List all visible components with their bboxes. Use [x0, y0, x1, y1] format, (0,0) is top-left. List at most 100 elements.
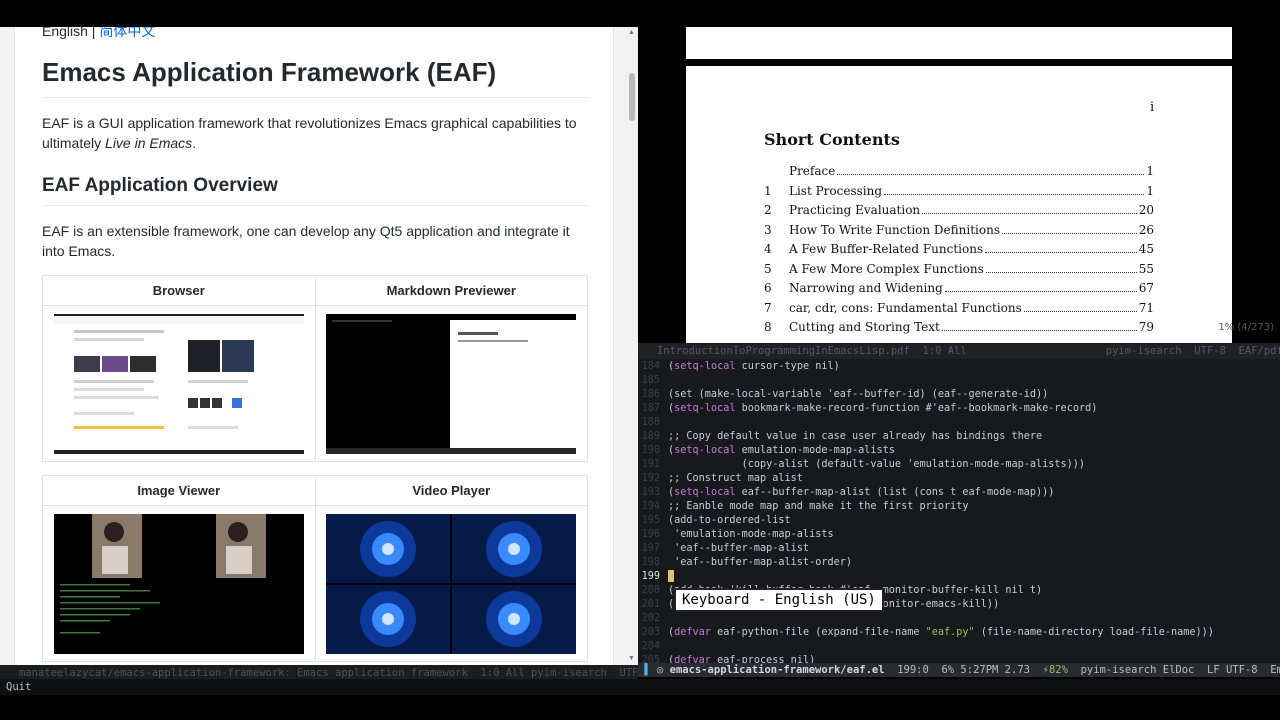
app-cell-video-player — [314, 505, 588, 662]
page-number-roman: i — [1150, 100, 1155, 115]
modeline-position: 199:0 6% 5:27PM 2.73 — [884, 664, 1043, 676]
code-line[interactable]: 202 — [638, 612, 1280, 626]
readme-browser-pane[interactable]: English | 简体中文 Emacs Application Framewo… — [0, 27, 638, 665]
markdown-previewer-screenshot[interactable] — [326, 313, 577, 454]
app-cell-image-viewer — [42, 505, 316, 662]
code-line[interactable]: 199 — [638, 570, 1280, 584]
code-text: (setq-local eaf--buffer-map-alist (list … — [668, 487, 1055, 498]
code-text: ;; Copy default value in case user alrea… — [668, 431, 1043, 442]
modeline-dir: emacs-application-framework/ — [669, 664, 847, 676]
browser-screenshot[interactable] — [53, 313, 304, 454]
code-line[interactable]: 190(setq-local emulation-mode-map-alists — [638, 444, 1280, 458]
code-line[interactable]: 186(set (make-local-variable 'eaf--buffe… — [638, 388, 1280, 402]
code-text: (set (make-local-variable 'eaf--buffer-i… — [668, 389, 1049, 400]
toc-leader — [1002, 232, 1137, 234]
code-text: (copy-alist (default-value 'emulation-mo… — [668, 459, 1086, 470]
modeline-tail: pyim-isearch ElDoc LF UTF-8 Emacs-Lisp — [1080, 664, 1280, 676]
image-viewer-screenshot[interactable] — [53, 513, 304, 654]
code-text: 'eaf--buffer-map-alist — [668, 543, 810, 554]
toc-page: 26 — [1138, 222, 1154, 237]
line-number: 204 — [641, 641, 660, 652]
code-text: ;; Eanble mode map and make it the first… — [668, 501, 969, 512]
line-number: 203 — [641, 627, 660, 638]
line-number: 201 — [641, 599, 660, 610]
pdf-previous-page — [686, 27, 1232, 59]
code-line[interactable]: 184(setq-local cursor-type nil) — [638, 360, 1280, 374]
toc-title: A Few Buffer-Related Functions — [789, 242, 984, 256]
line-number: 198 — [641, 557, 660, 568]
toc-number: 2 — [764, 203, 772, 217]
code-line[interactable]: 198 'eaf--buffer-map-alist-order) — [638, 556, 1280, 570]
toc-page: 1 — [1146, 183, 1154, 198]
code-line[interactable]: 197 'eaf--buffer-map-alist — [638, 542, 1280, 556]
toc-number: 5 — [764, 261, 772, 276]
app-header-browser: Browser — [42, 275, 316, 306]
code-line[interactable]: 188 — [638, 416, 1280, 430]
short-contents-title: Short Contents — [764, 130, 900, 149]
code-text: (add-to-ordered-list — [668, 515, 791, 526]
code-line[interactable]: 194;; Eanble mode map and make it the fi… — [638, 500, 1280, 514]
code-text: (setq-local bookmark-make-record-functio… — [668, 403, 1098, 414]
scroll-up-arrow-icon[interactable]: ▲ — [628, 29, 635, 36]
code-line[interactable]: 192;; Construct map alist — [638, 472, 1280, 486]
line-number: 200 — [641, 585, 660, 596]
code-text: (defvar eaf-process nil) — [668, 655, 816, 663]
toc-page: 45 — [1138, 242, 1154, 256]
readme-modeline: manateelazycat/emacs-application-framewo… — [0, 665, 638, 681]
line-number: 197 — [641, 543, 660, 554]
code-text: (defvar eaf-python-file (expand-file-nam… — [668, 627, 1214, 638]
code-line[interactable]: 195 (add-to-ordered-list — [638, 514, 1280, 528]
code-line[interactable]: 189;; Copy default value in case user al… — [638, 430, 1280, 444]
toc-leader — [985, 252, 1137, 253]
overview-paragraph: EAF is an extensible framework, one can … — [42, 223, 570, 259]
app-cell-markdown — [314, 305, 588, 462]
code-line[interactable]: 193 (setq-local eaf--buffer-map-alist (li… — [638, 486, 1280, 500]
line-number: 185 — [641, 375, 660, 386]
line-number: 195 — [641, 515, 660, 526]
toc-leader — [985, 271, 1137, 273]
line-number: 199 — [641, 571, 660, 582]
code-line[interactable]: 191 (copy-alist (default-value 'emulatio… — [638, 458, 1280, 472]
code-line[interactable]: 204 — [638, 640, 1280, 654]
lang-english: English — [42, 27, 88, 39]
code-line[interactable]: 203 (defvar eaf-python-file (expand-file-… — [638, 626, 1280, 640]
line-number: 205 — [641, 655, 660, 663]
app-overview-table: Browser Markdown Previewer — [42, 275, 588, 662]
line-number: 191 — [641, 459, 660, 470]
line-number: 193 — [641, 487, 660, 498]
toc-page: 67 — [1138, 281, 1154, 295]
code-modeline: ▌ ◎ emacs-application-framework/eaf.el 1… — [638, 663, 1280, 677]
line-number: 202 — [641, 613, 660, 624]
toc-leader — [884, 193, 1145, 195]
toc-title: Practicing Evaluation — [789, 203, 921, 217]
lang-chinese-link[interactable]: 简体中文 — [99, 27, 156, 39]
video-player-screenshot[interactable] — [326, 513, 577, 654]
code-line[interactable]: 185 — [638, 374, 1280, 388]
code-line[interactable]: 187(setq-local bookmark-make-record-func… — [638, 402, 1280, 416]
modeline-indicator: ▌ — [638, 664, 651, 676]
code-line[interactable]: 205 (defvar eaf-process nil) — [638, 654, 1280, 663]
intro-end: . — [192, 135, 197, 151]
scrollbar-thumb[interactable] — [629, 73, 635, 121]
code-editor[interactable]: 184(setq-local cursor-type nil)185 186(se… — [638, 359, 1280, 663]
code-line[interactable]: 196 'emulation-mode-map-alists — [638, 528, 1280, 542]
toc-leader — [1023, 310, 1137, 312]
toc-leader — [837, 174, 1145, 175]
app-header-image-viewer: Image Viewer — [42, 475, 316, 506]
readme-scrollbar[interactable]: ▲ ▼ — [625, 27, 638, 665]
intro-text: EAF is a GUI application framework that … — [42, 115, 577, 151]
app-header-video-player: Video Player — [314, 475, 588, 506]
intro-emphasis: Live in Emacs — [105, 135, 193, 151]
scroll-down-arrow-icon[interactable]: ▼ — [628, 655, 635, 662]
emacs-icon: ◎ — [650, 664, 670, 676]
